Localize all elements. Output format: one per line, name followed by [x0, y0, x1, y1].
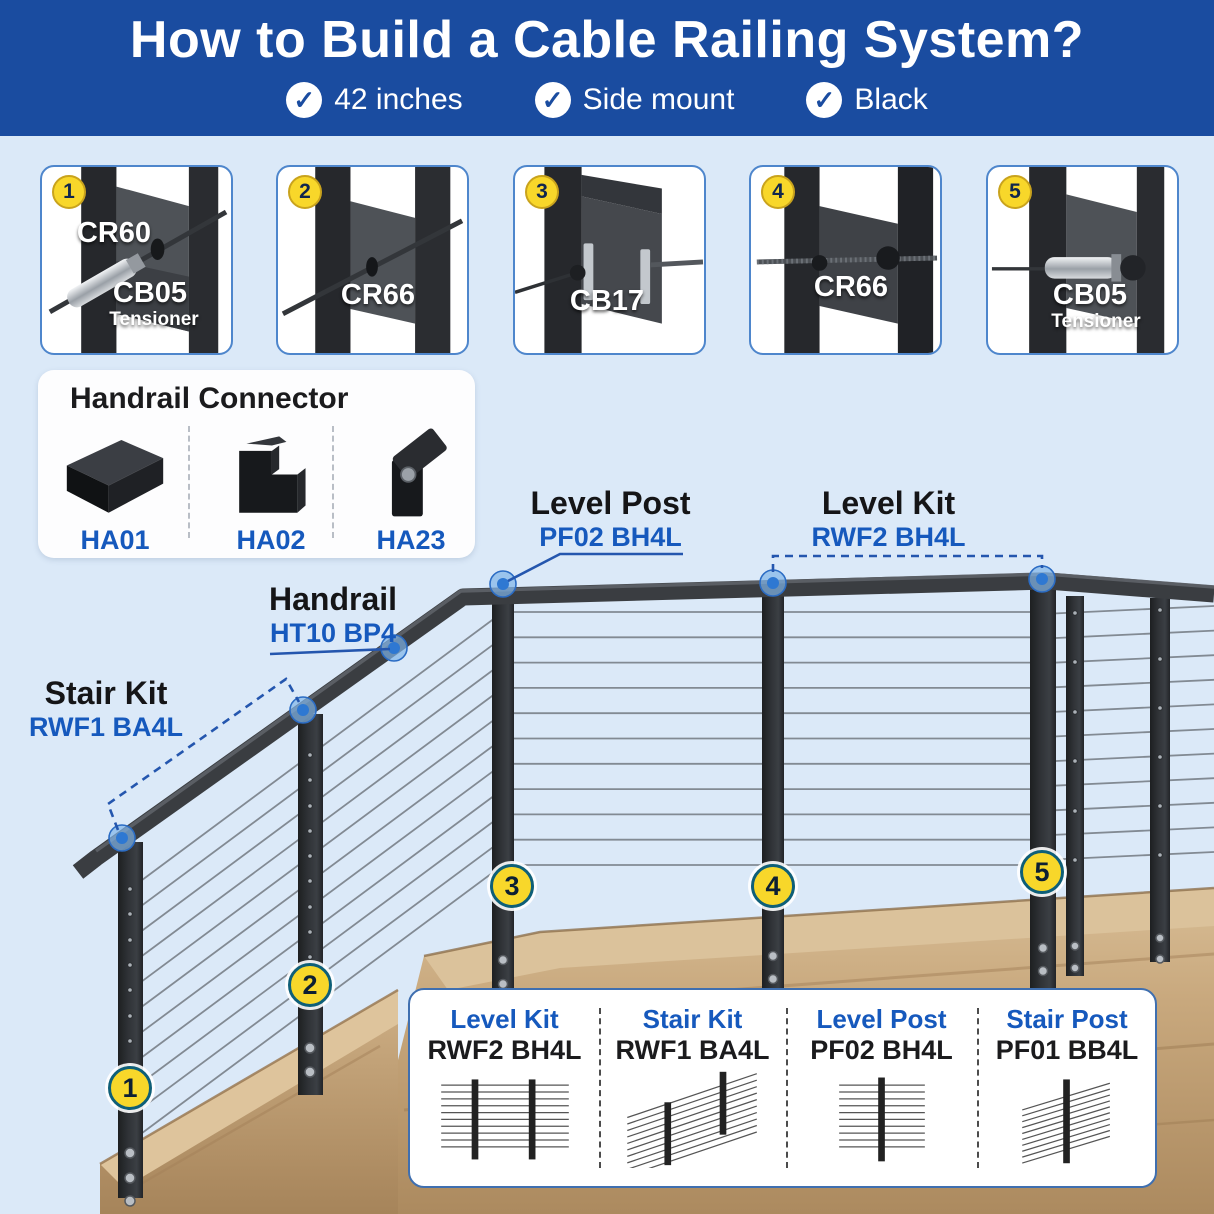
step-number-badge: 5 — [998, 175, 1032, 209]
legend-stair-post: Stair Post PF01 BB4L — [977, 990, 1157, 1186]
step-panel-2: 2 CR66 — [276, 165, 469, 355]
step-panel-4: 4 CR66 — [749, 165, 942, 355]
ha01-connector-icon — [66, 440, 164, 513]
ha23-connector-icon — [391, 428, 447, 517]
cable-rivets — [127, 607, 1163, 1094]
legend-code: PF01 BB4L — [995, 1035, 1139, 1065]
callout-code: HT10 BP4 — [269, 617, 397, 648]
check-label: Side mount — [582, 83, 735, 116]
step-number-badge: 4 — [761, 175, 795, 209]
check-label: Black — [854, 83, 928, 116]
connector-divider — [188, 426, 190, 538]
marker-1: 1 — [108, 1066, 152, 1110]
check-label: 42 inches — [334, 83, 463, 116]
fitting-photo-cb05-tensioner — [991, 167, 1165, 353]
legend-title: Stair Kit — [642, 1004, 743, 1034]
handrail-connector-box: Handrail Connector HA01 HA02 — [38, 370, 475, 558]
step-number-badge: 3 — [525, 175, 559, 209]
legend-divider — [599, 1008, 601, 1168]
marker-5: 5 — [1020, 850, 1064, 894]
stair-kit-diagram — [626, 1071, 757, 1177]
stair-post-diagram — [1022, 1079, 1111, 1164]
page-title: How to Build a Cable Railing System? — [129, 11, 1085, 69]
legend-stair-kit: Stair Kit RWF1 BA4L — [599, 990, 786, 1186]
part-code-cb05: CB05 — [1052, 279, 1128, 311]
legend-divider — [786, 1008, 788, 1168]
check-black: ✓ Black — [806, 82, 928, 118]
connector-item-ha01: HA01 — [50, 420, 180, 558]
step-number-badge: 2 — [288, 175, 322, 209]
handrail-rail — [72, 572, 1214, 879]
mount-screws — [124, 933, 1165, 1207]
callout-level-post: Level Post PF02 BH4L — [518, 485, 703, 552]
checkmark-icon: ✓ — [534, 82, 571, 118]
step-panel-3: 3 CB17 — [513, 165, 706, 355]
legend-title: Level Post — [816, 1004, 947, 1034]
fitting-photo-cr66-level — [756, 167, 938, 353]
callout-title: Stair Kit — [44, 675, 168, 711]
legend-code: RWF2 BH4L — [427, 1035, 582, 1065]
connector-divider — [332, 426, 334, 538]
feature-checks: ✓ 42 inches ✓ Side mount ✓ Black — [0, 82, 1214, 118]
ha02-connector-icon — [239, 436, 306, 513]
part-code-cr66: CR66 — [340, 279, 416, 311]
connector-code: HA23 — [376, 525, 446, 555]
fitting-photo-cr66 — [281, 167, 464, 353]
junction-dots — [108, 565, 1056, 852]
railing-posts — [118, 588, 1170, 1198]
connector-item-ha02: HA02 — [206, 420, 336, 558]
callout-level-kit: Level Kit RWF2 BH4L — [796, 485, 981, 552]
callout-stair-kit: Stair Kit RWF1 BA4L — [22, 675, 190, 742]
legend-title: Level Kit — [450, 1004, 559, 1034]
level-post-diagram — [838, 1077, 925, 1162]
connector-code: HA02 — [236, 525, 306, 555]
legend-level-kit: Level Kit RWF2 BH4L — [410, 990, 599, 1186]
connector-code: HA01 — [80, 525, 150, 555]
legend-title: Stair Post — [1006, 1004, 1128, 1034]
checkmark-icon: ✓ — [286, 82, 323, 118]
part-code-cr60: CR60 — [76, 217, 152, 249]
callout-handrail: Handrail HT10 BP4 — [248, 581, 418, 648]
callout-code: RWF2 BH4L — [811, 521, 966, 552]
legend-level-post: Level Post PF02 BH4L — [786, 990, 977, 1186]
marker-3: 3 — [490, 864, 534, 908]
legend-divider — [977, 1008, 979, 1168]
step-panel-1: 1 CR60 CB05 Tensioner — [40, 165, 233, 355]
part-code-cr66: CR66 — [813, 271, 889, 303]
connector-title: Handrail Connector — [70, 382, 349, 415]
callout-lines — [106, 552, 1044, 831]
callout-code: PF02 BH4L — [539, 521, 682, 552]
marker-2: 2 — [288, 963, 332, 1007]
check-side-mount: ✓ Side mount — [534, 82, 735, 118]
part-code-cb05: CB05 — [112, 277, 188, 309]
wood-stairs — [99, 988, 399, 1214]
check-42-inches: ✓ 42 inches — [286, 82, 463, 118]
level-kit-diagram — [440, 1079, 569, 1160]
part-label-tensioner: Tensioner — [109, 309, 199, 330]
step-number-badge: 1 — [52, 175, 86, 209]
header-banner: How to Build a Cable Railing System? ✓ 4… — [0, 0, 1214, 136]
step-panel-5: 5 CB05 Tensioner — [986, 165, 1179, 355]
legend-code: PF02 BH4L — [810, 1035, 953, 1065]
callout-code: RWF1 BA4L — [28, 711, 183, 742]
marker-4: 4 — [751, 864, 795, 908]
callout-title: Level Kit — [821, 485, 956, 521]
parts-legend: Level Kit RWF2 BH4L Stair Kit RWF1 BA4L — [408, 988, 1157, 1188]
callout-title: Level Post — [530, 485, 691, 521]
connector-item-ha23: HA23 — [346, 420, 476, 558]
part-label-tensioner: Tensioner — [1051, 311, 1141, 332]
legend-code: RWF1 BA4L — [615, 1035, 770, 1065]
callout-title: Handrail — [268, 581, 398, 617]
fitting-photo-cr60-cb05 — [48, 167, 228, 353]
part-code-cb17: CB17 — [569, 285, 645, 317]
checkmark-icon: ✓ — [806, 82, 843, 118]
